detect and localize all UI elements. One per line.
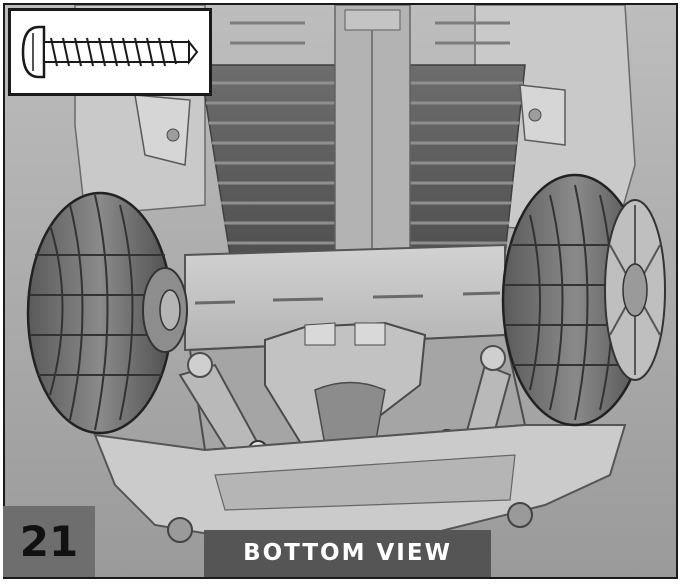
left-wheel [26,191,188,435]
instruction-panel [3,3,678,579]
vehicle-bottom-illustration [5,5,676,577]
screw-icon [21,25,199,79]
view-label: BOTTOM VIEW [204,530,491,577]
right-vent [409,64,526,256]
screw-inset [8,8,212,96]
right-wheel [501,173,666,427]
left-vent [199,64,336,256]
step-number-badge: 21 [3,506,95,577]
